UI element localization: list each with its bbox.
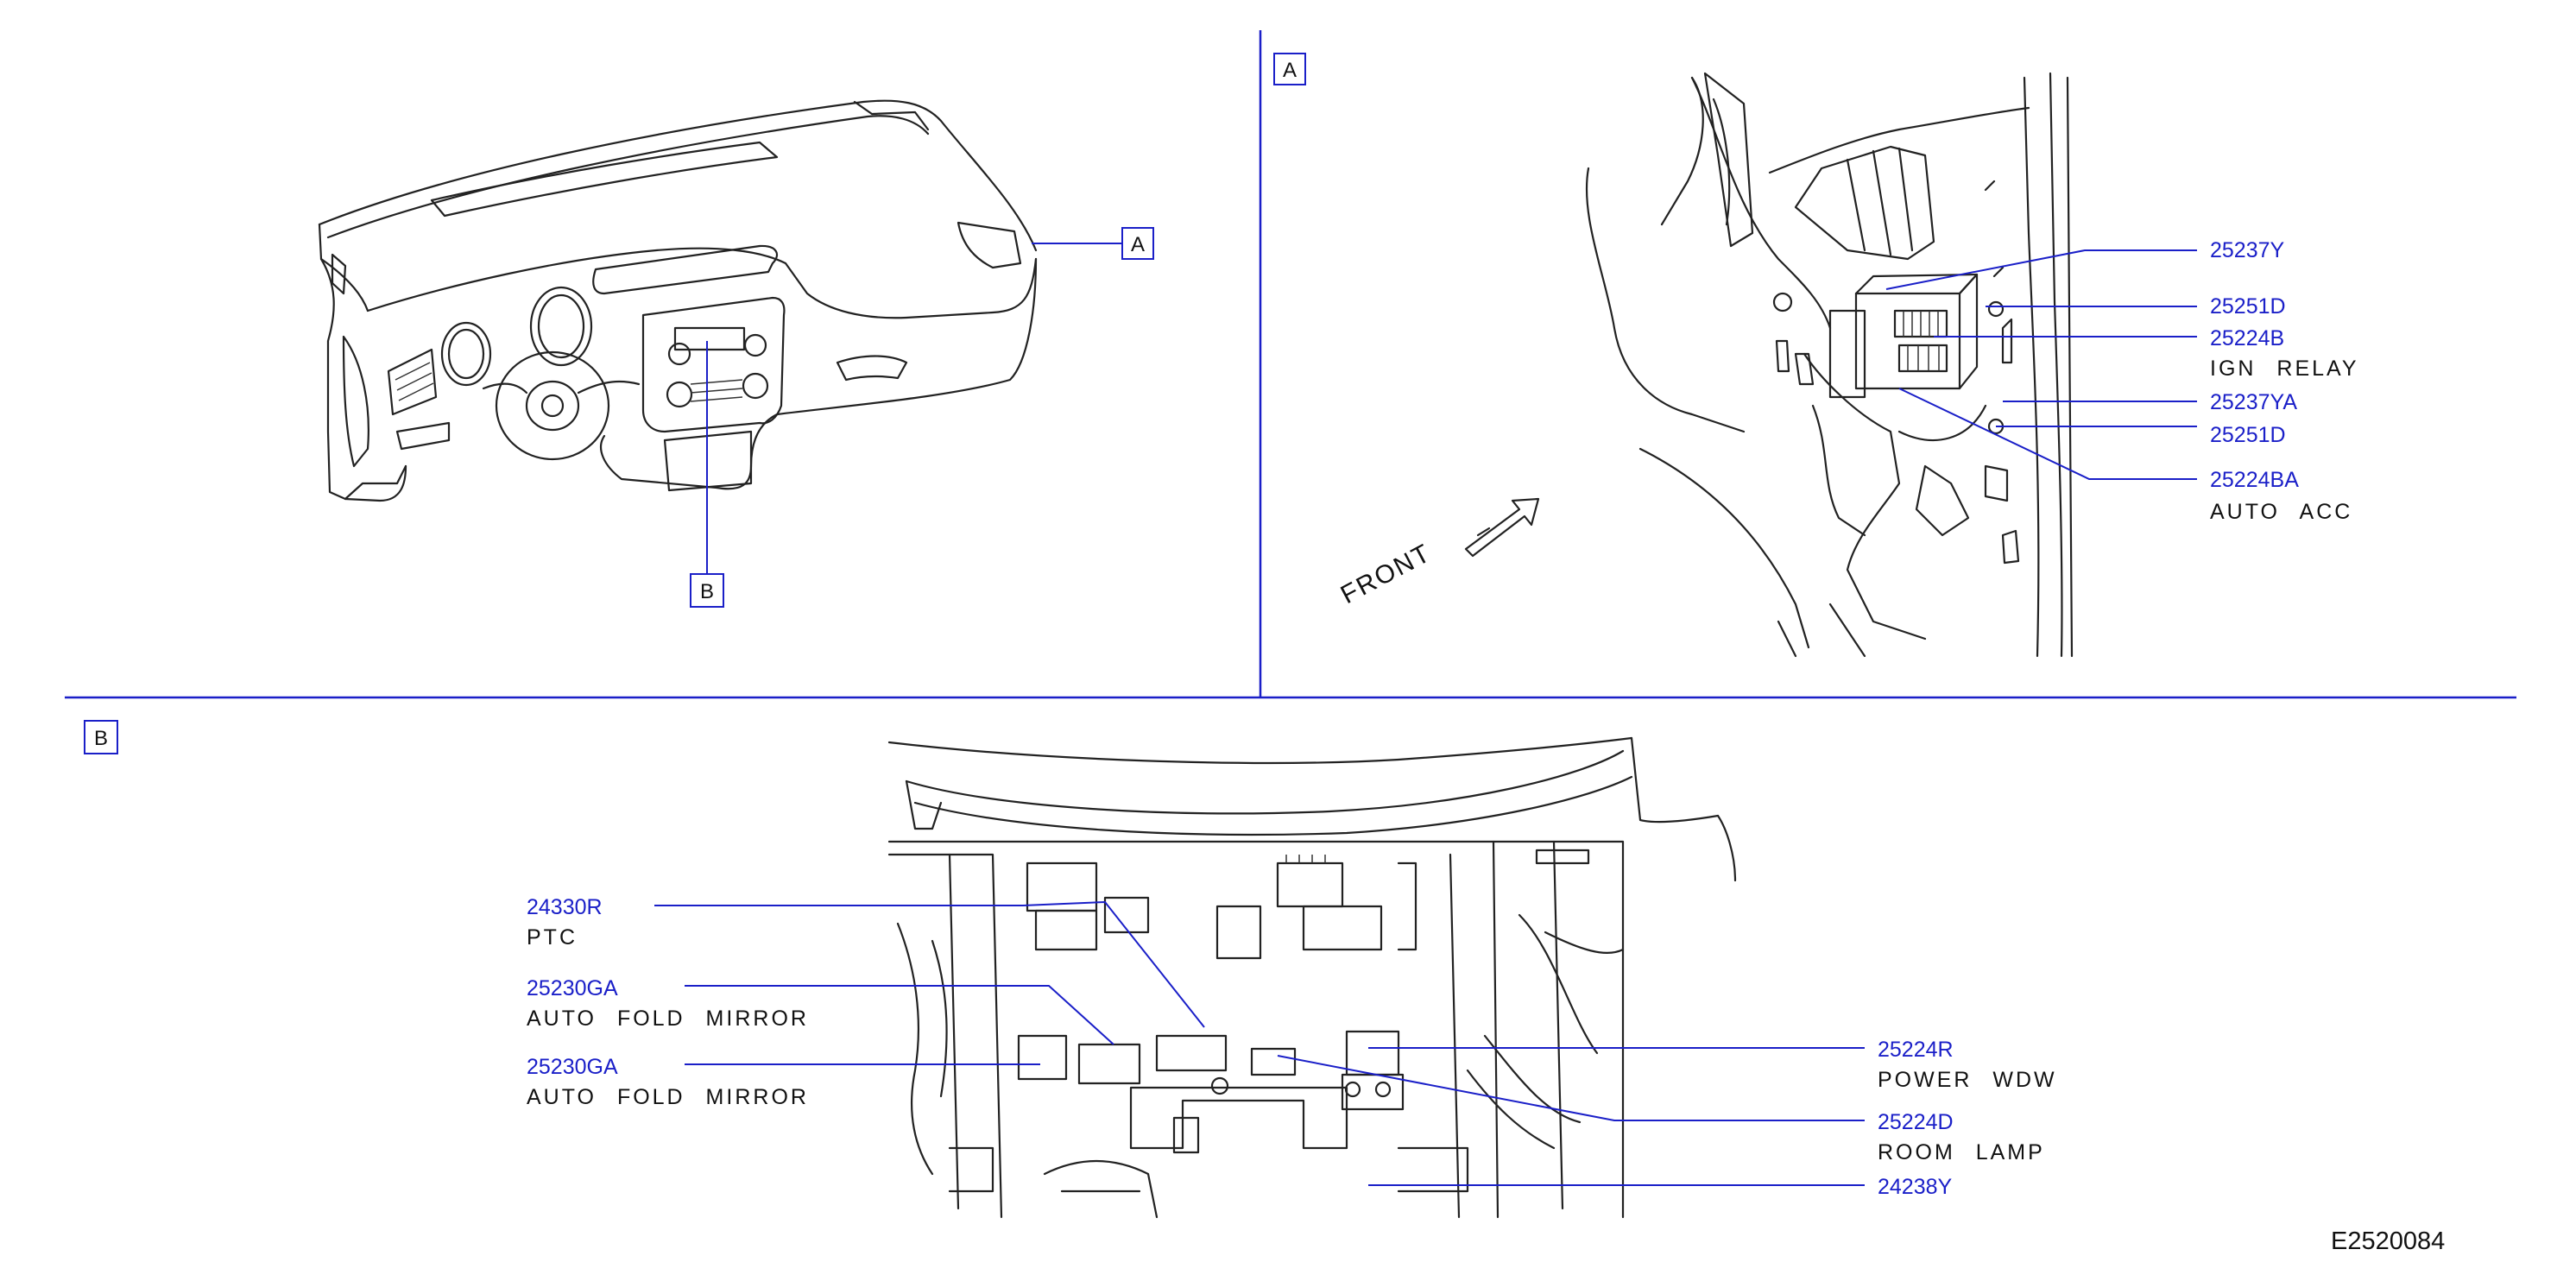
view-a-label: A [1283, 59, 1297, 82]
callout-a-code-6: 25224BA [2210, 468, 2299, 492]
view-b: B [84, 720, 2057, 1219]
callout-b-left-code-2: 25230GA [527, 976, 618, 1000]
callout-b-left-desc-1: PTC [527, 925, 578, 950]
figure-id: E2520084 [2331, 1227, 2445, 1255]
callout-a-code-2: 25251D [2210, 294, 2286, 319]
callout-b-right-code-1: 25224R [1878, 1038, 1954, 1062]
callout-b-right-desc-2: ROOM LAMP [1878, 1140, 2045, 1164]
callout-b-right-desc-1: POWER WDW [1878, 1068, 2057, 1092]
view-b-label: B [94, 727, 108, 750]
callout-a-code-1: 25237Y [2210, 238, 2285, 262]
callout-a-code-5: 25251D [2210, 423, 2286, 447]
overview-pointer-b: B [690, 341, 724, 608]
callout-b-left-code-3: 25230GA [527, 1055, 618, 1079]
callout-b-left-desc-2: AUTO FOLD MIRROR [527, 1006, 809, 1031]
front-direction-arrow: FRONT [1336, 497, 1540, 609]
overview-pointer-a: A [1032, 227, 1154, 260]
callout-b-right-code-2: 25224D [1878, 1110, 1954, 1134]
callout-a-code-3: 25224B [2210, 326, 2284, 350]
callout-a-desc-3: IGN RELAY [2210, 357, 2359, 381]
callout-a-desc-6: AUTO ACC [2210, 500, 2352, 524]
view-b-drawing [887, 736, 1737, 1219]
front-label: FRONT [1336, 539, 1436, 609]
callout-a-code-4: 25237YA [2210, 390, 2297, 414]
overview-label-a: A [1131, 233, 1145, 256]
overview-label-b: B [700, 580, 714, 603]
view-a-leaders [1885, 249, 2197, 480]
instrument-panel-drawing [318, 99, 1038, 502]
view-b-leaders [654, 900, 1865, 1186]
view-a: A [1273, 53, 2359, 658]
callout-b-left-code-1: 24330R [527, 895, 603, 919]
view-a-drawing [1585, 72, 2074, 658]
callout-b-left-desc-3: AUTO FOLD MIRROR [527, 1085, 809, 1109]
callout-b-right-code-3: 24238Y [1878, 1175, 1953, 1199]
